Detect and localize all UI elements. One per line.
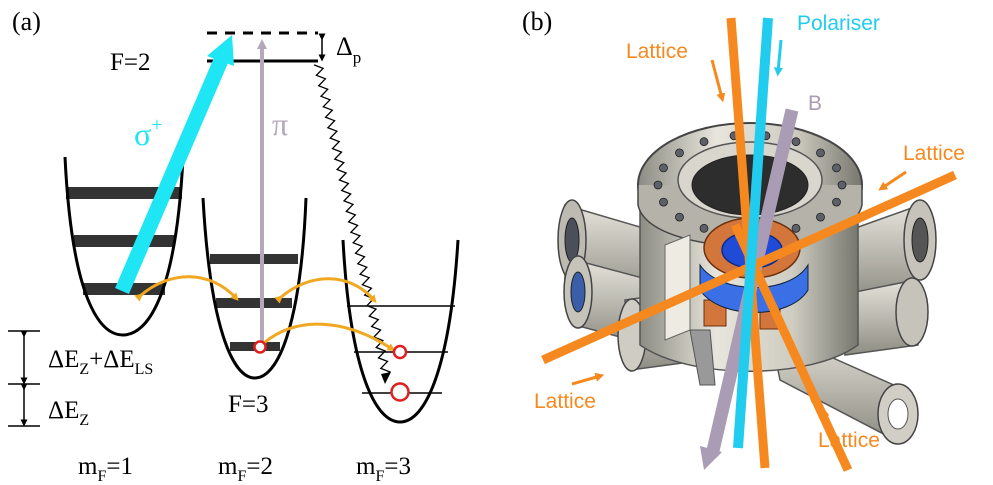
bolt-hole [791,137,801,147]
polariser-beam [733,17,773,449]
bolt-hole [653,180,663,190]
bolt-hole [791,223,801,233]
lattice-arrow-left [571,372,605,386]
coupling-arrow-2 [274,277,377,304]
lattice-label-bottom: Lattice [818,429,880,452]
flange-bolt-holes [653,131,847,239]
panel-b-label: (b) [522,7,552,36]
lattice-label-left: Lattice [534,390,596,413]
bolt-hole [659,163,668,173]
bolt-hole [816,212,825,222]
lattice-arrow-top [710,59,726,103]
polariser-arrow [773,39,783,77]
atom-mf2 [253,340,267,354]
panel-a: (a) F=2 Δp σ+ [8,7,460,485]
potential-well-mf2 [201,197,308,380]
energy-spacing-scale [8,330,40,427]
bolt-hole [675,212,684,222]
pi-label: π [272,106,288,142]
spacing-lower-label: ΔEZ [48,397,89,429]
bolt-hole [699,223,709,233]
bolt-hole [837,180,847,190]
atom-mf3-upper [392,344,408,360]
sigma-plus-beam [115,55,229,294]
spontaneous-decay-wave [313,64,391,380]
sigma-plus-arrowhead [207,35,234,66]
lattice-arrow-bottom [809,392,830,417]
panel-b: (b) [522,7,965,472]
lattice-label-top: Lattice [626,40,688,63]
coupling-arrow-3 [258,322,396,352]
mf-label-2: mF=2 [218,453,273,485]
spacing-upper-label: ΔEZ+ΔELS [48,346,153,378]
bolt-hole [832,197,841,207]
excited-state-label: F=2 [110,49,151,76]
bolt-hole [699,137,709,147]
bolt-hole [659,197,668,207]
detuning-label: Δp [336,32,361,67]
magnetic-field-label: B [808,92,822,115]
ground-state-label: F=3 [228,391,269,418]
lattice-arrow-right [878,170,907,191]
bolt-hole [832,163,841,173]
mf-label-3: mF=3 [356,453,411,485]
beams [541,17,957,472]
lattice-label-right: Lattice [903,142,965,165]
polariser-label: Polariser [797,12,880,35]
decay-arrowhead [381,372,391,384]
magnetic-field-arrowhead [700,446,722,470]
atom-mf3-ground [390,382,410,402]
coupling-arrow-1 [134,275,239,302]
panel-a-label: (a) [12,7,41,36]
sigma-plus-label: σ+ [134,114,163,152]
bolt-hole [675,148,684,158]
bolt-hole [816,148,825,158]
mf-label-1: mF=1 [78,453,133,485]
